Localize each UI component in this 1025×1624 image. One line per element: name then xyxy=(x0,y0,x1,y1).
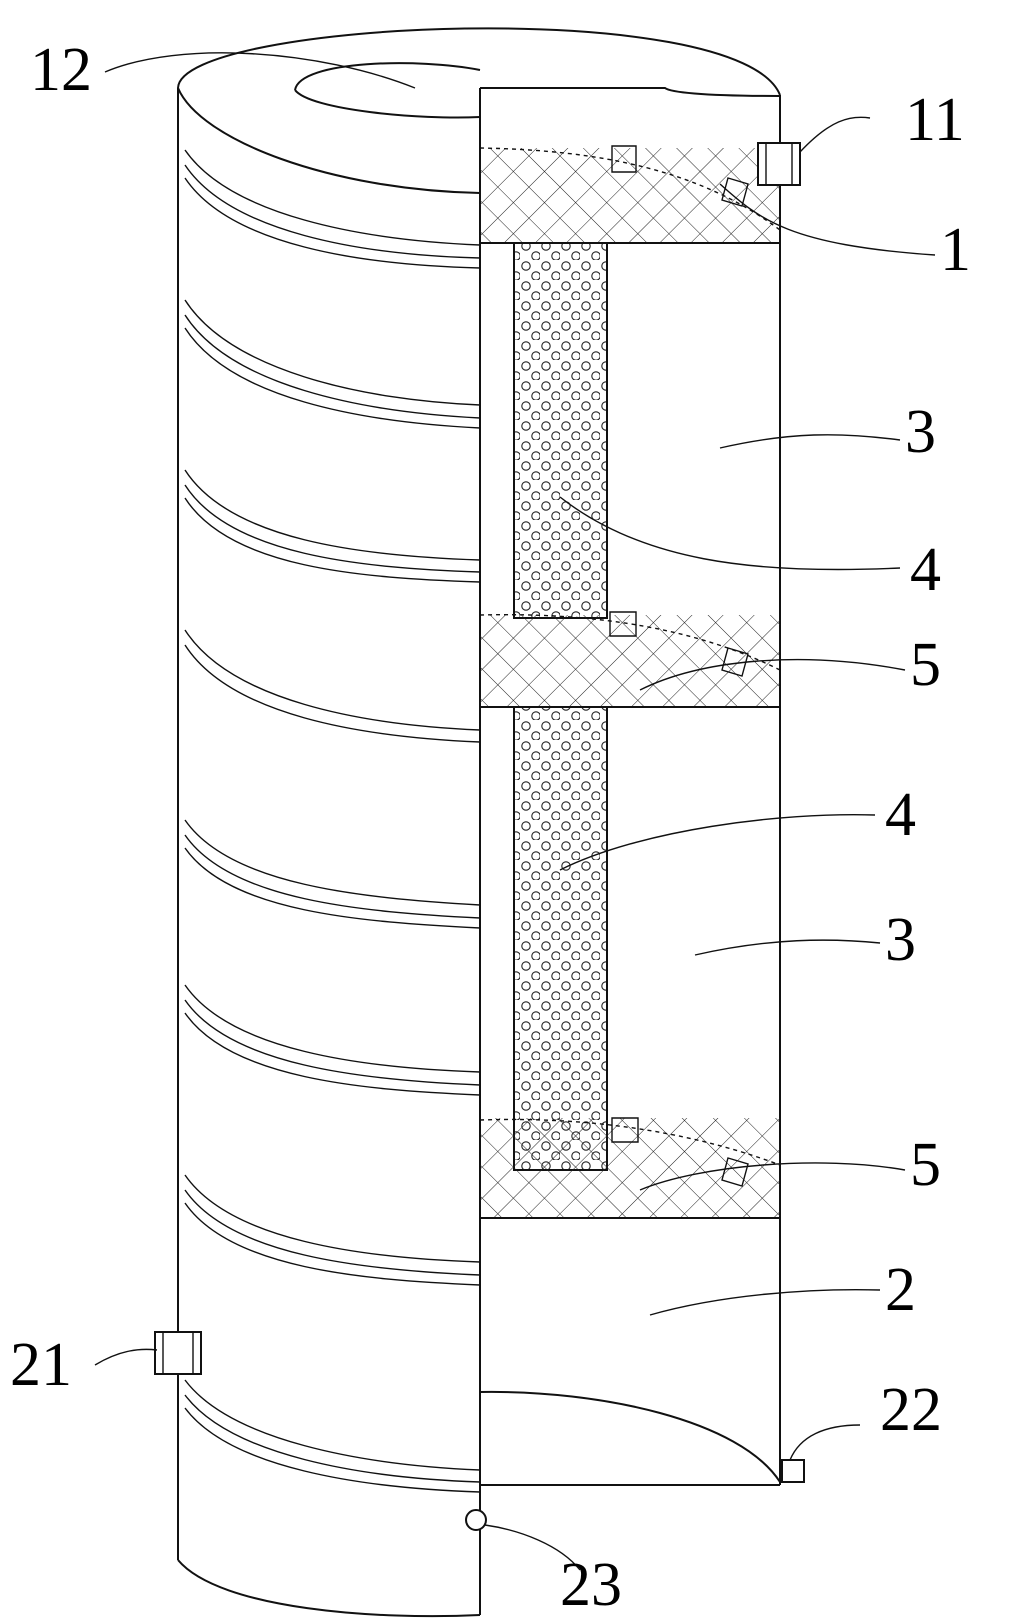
label-23: 23 xyxy=(560,1551,622,1619)
label-5-bottom: 5 xyxy=(910,1131,941,1199)
label-21: 21 xyxy=(10,1331,72,1399)
surface-bands xyxy=(184,149,481,1493)
label-2: 2 xyxy=(885,1256,916,1324)
middle-filter-layer xyxy=(479,611,781,708)
label-11: 11 xyxy=(905,86,965,154)
label-4-lower: 4 xyxy=(885,781,916,849)
drain-23 xyxy=(465,1509,487,1531)
label-3-lower: 3 xyxy=(885,906,916,974)
label-4-upper: 4 xyxy=(910,536,941,604)
fitting-21 xyxy=(154,1331,202,1375)
cylinder-shell xyxy=(177,27,781,1618)
label-12: 12 xyxy=(30,36,92,104)
bottom-chamber xyxy=(479,1390,781,1486)
label-22: 22 xyxy=(880,1376,942,1444)
leader-lines xyxy=(94,52,936,1571)
lower-perforated-column xyxy=(513,706,608,1171)
top-filter-layer xyxy=(479,145,781,244)
fitting-22 xyxy=(781,1459,805,1483)
upper-perforated-column xyxy=(513,242,608,619)
label-1: 1 xyxy=(940,216,971,284)
inlet-fitting-11 xyxy=(757,142,801,186)
label-5-middle: 5 xyxy=(910,631,941,699)
label-3-upper: 3 xyxy=(905,398,936,466)
